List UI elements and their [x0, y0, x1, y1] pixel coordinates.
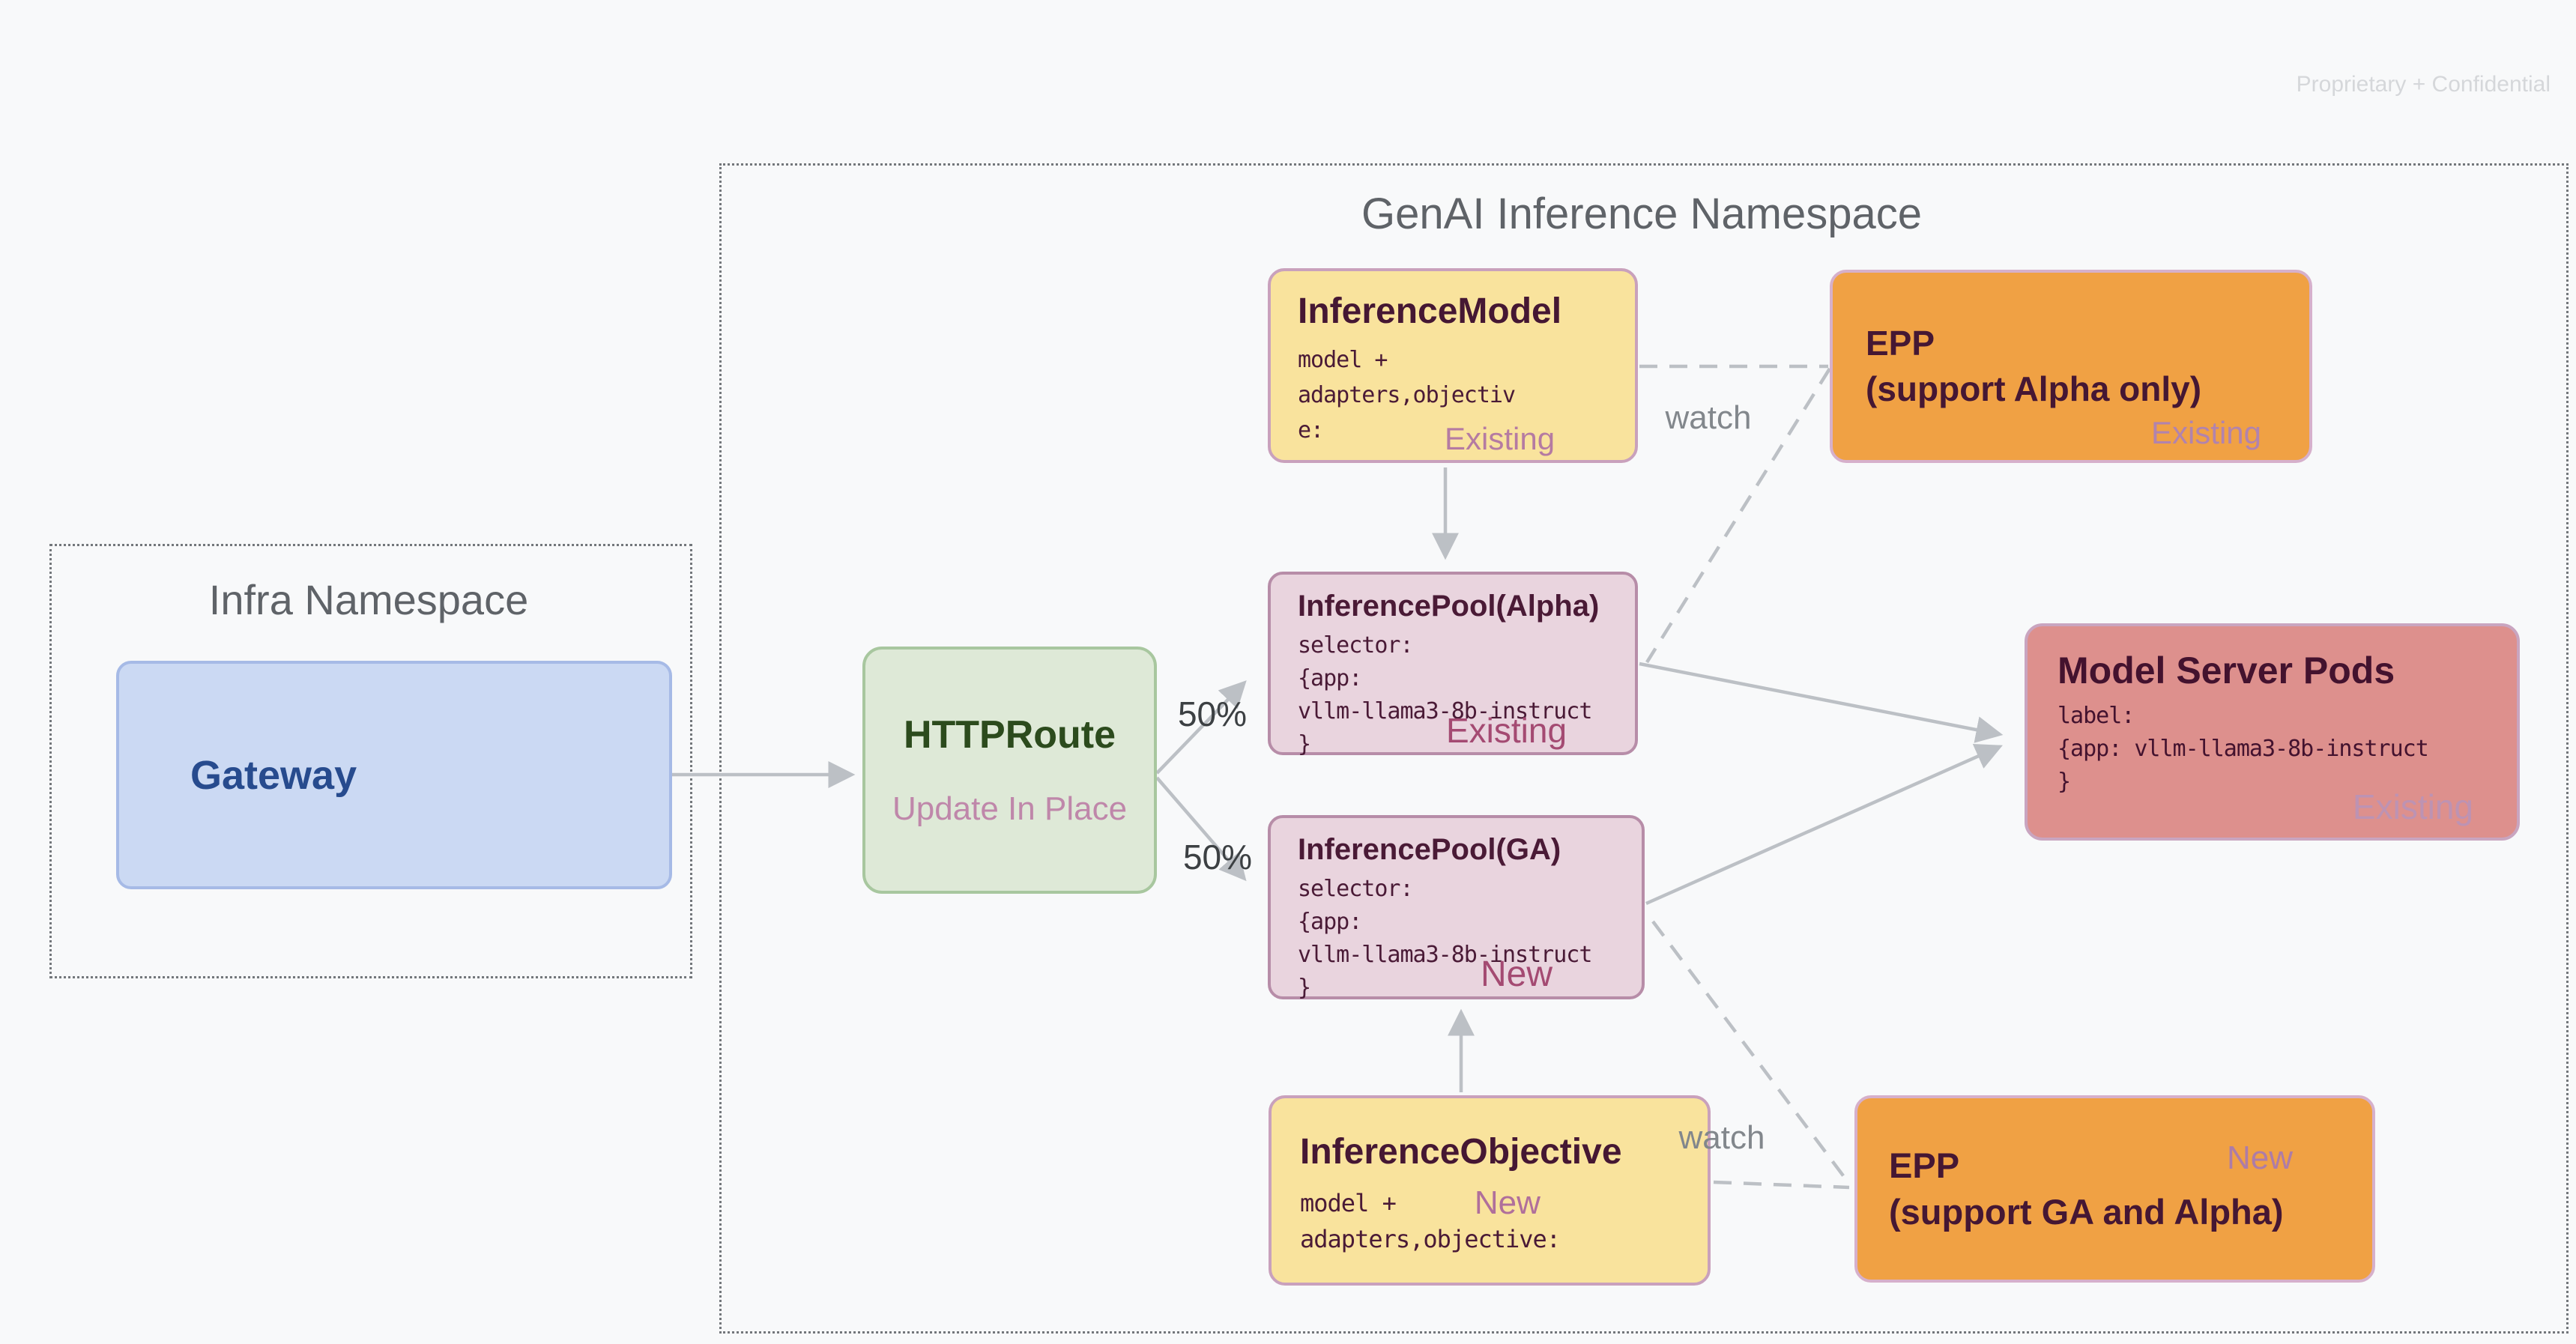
httproute-subtitle: Update In Place [892, 790, 1128, 827]
inference-model-title: InferenceModel [1298, 291, 1562, 331]
arrow-pool-ga-to-pods [1645, 743, 2003, 906]
pool-alpha-code-line: vllm-llama3-8b-instruct [1298, 698, 1592, 724]
status-badge: New [2226, 1139, 2293, 1176]
inference-objective-title: InferenceObjective [1300, 1132, 1622, 1172]
pool-ga-code-line: vllm-llama3-8b-instruct [1298, 942, 1592, 968]
genai-namespace-title: GenAI Inference Namespace [1361, 190, 1922, 238]
gateway-label: Gateway [190, 752, 357, 798]
httproute-label: HTTPRoute [903, 713, 1116, 757]
node-model-server-pods: Model Server Pods label: {app: vllm-llam… [2025, 623, 2520, 841]
node-inference-objective: InferenceObjective model + New adapters,… [1269, 1095, 1711, 1286]
arrow-httproute-to-pool-alpha [1155, 680, 1247, 775]
watch-label-top: watch [1665, 399, 1752, 436]
arrow-httproute-to-pool-ga [1155, 776, 1247, 882]
model-server-pods-title: Model Server Pods [2058, 650, 2395, 691]
inference-objective-code-line: model + [1300, 1188, 1397, 1217]
pool-ga-code-line: {app: [1298, 909, 1362, 935]
inference-model-code-line: model + [1298, 347, 1388, 373]
epp-ga-title-line1: EPP [1889, 1145, 1960, 1185]
epp-alpha-title-line1: EPP [1866, 324, 1935, 363]
pool-alpha-code-line: } [1298, 731, 1311, 757]
epp-ga-title-line2: (support GA and Alpha) [1889, 1192, 2284, 1232]
arrow-pool-alpha-to-pods [1639, 662, 2004, 743]
status-badge: New [1481, 954, 1553, 994]
epp-alpha-title-line2: (support Alpha only) [1866, 369, 2202, 408]
status-badge: Existing [1446, 711, 1567, 750]
node-inference-model: InferenceModel model + adapters,objectiv… [1268, 268, 1638, 463]
pods-code-line: } [2058, 769, 2071, 795]
status-badge: Existing [2150, 415, 2261, 450]
confidential-watermark: Proprietary + Confidential [2296, 72, 2551, 97]
dashed-watch-inferenceobjective-epp [1713, 1180, 1850, 1190]
watch-label-bottom: watch [1678, 1119, 1765, 1156]
status-badge: New [1474, 1184, 1541, 1221]
inference-objective-code-line: adapters,objective: [1300, 1225, 1561, 1253]
traffic-split-label-top: 50% [1177, 694, 1248, 733]
pool-alpha-code-line: {app: [1298, 665, 1362, 691]
pool-ga-code-line: selector: [1298, 876, 1414, 902]
infra-namespace-title: Infra Namespace [208, 576, 529, 623]
status-badge: Existing [2352, 787, 2473, 826]
node-epp-ga: EPP (support GA and Alpha) New [1854, 1095, 2375, 1283]
node-inference-pool-alpha: InferencePool(Alpha) selector: {app: vll… [1268, 572, 1638, 757]
genai-namespace-box [719, 163, 2569, 1334]
node-httproute: HTTPRoute Update In Place [862, 647, 1157, 894]
node-inference-pool-ga: InferencePool(GA) selector: {app: vllm-l… [1268, 815, 1645, 1001]
inference-model-code-line: adapters,objectiv [1298, 382, 1516, 408]
status-badge: Existing [1445, 421, 1555, 456]
pool-ga-code-line: } [1298, 975, 1311, 1001]
pool-alpha-title: InferencePool(Alpha) [1298, 590, 1600, 623]
dashed-pool-ga-to-epp-new [1651, 920, 1851, 1185]
infra-namespace-box [49, 544, 692, 978]
inference-model-code-line: e: [1298, 417, 1324, 444]
pool-ga-title: InferencePool(GA) [1298, 833, 1561, 866]
node-gateway: Gateway [116, 661, 672, 889]
pool-alpha-code-line: selector: [1298, 632, 1414, 659]
traffic-split-label-bottom: 50% [1182, 838, 1253, 877]
node-epp-alpha: EPP (support Alpha only) Existing [1830, 270, 2312, 463]
pods-code-line: {app: vllm-llama3-8b-instruct [2058, 736, 2429, 762]
pods-code-line: label: [2058, 703, 2135, 729]
